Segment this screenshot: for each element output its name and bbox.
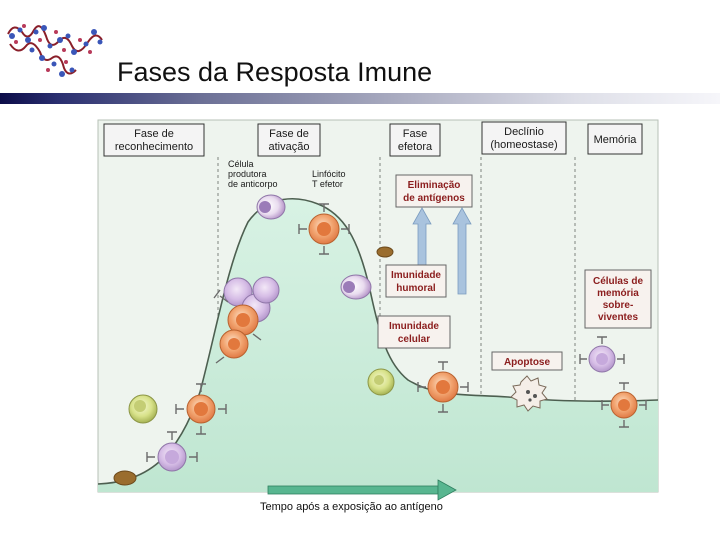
svg-text:Declínio: Declínio [504, 126, 544, 138]
svg-text:Eliminação: Eliminação [408, 180, 461, 191]
apoptosis-box: Apoptose [491, 351, 563, 371]
cytotoxic-t-cell [427, 371, 459, 403]
clonal-expansion-cluster [219, 276, 280, 359]
antigen-elimination: Eliminação de antígenos [395, 174, 473, 208]
antibody-cell-line-2: produtora [228, 169, 267, 179]
effector-t-line-2: T efetor [312, 179, 343, 189]
svg-text:Memória: Memória [594, 134, 638, 146]
antibody-producing-cell [256, 194, 286, 220]
memory-cells-line-4: viventes [598, 312, 638, 323]
antigen-blob [376, 246, 394, 258]
time-axis-label: Tempo após a exposição ao antígeno [260, 501, 443, 513]
antigen-elimination-line-2: de antígenos [403, 193, 465, 204]
svg-text:sobre-: sobre- [603, 300, 634, 311]
svg-text:Células de: Células de [593, 276, 643, 287]
activated-lymphocyte [186, 394, 216, 424]
phase-memory-line-1: Memória [594, 134, 638, 146]
phase-box-effector: Fase efetora [389, 123, 441, 157]
antigen-blob [113, 470, 137, 486]
cellular-immunity-box: Imunidade celular [377, 315, 451, 349]
svg-text:T efetor: T efetor [312, 179, 343, 189]
title-bar [0, 93, 720, 104]
svg-text:ativação: ativação [269, 141, 310, 153]
humoral-immunity-box: Imunidade humoral [385, 264, 447, 298]
phase-decline-line-1: Declínio [504, 126, 544, 138]
svg-text:Fase: Fase [403, 128, 427, 140]
svg-text:Fase de: Fase de [134, 128, 174, 140]
phase-effector-line-2: efetora [398, 141, 433, 153]
humoral-line-2: humoral [396, 283, 436, 294]
memory-cells-box: Células de memória sobre- viventes [584, 269, 652, 329]
apoptotic-cell [510, 375, 548, 412]
svg-text:viventes: viventes [598, 312, 638, 323]
phase-dividers [217, 157, 576, 492]
memory-cells-line-3: sobre- [603, 300, 634, 311]
phase-box-recognition: Fase de reconhecimento [103, 123, 205, 157]
phase-activation-line-1: Fase de [269, 128, 309, 140]
memory-cells-line-1: Células de [593, 276, 643, 287]
svg-text:de antígenos: de antígenos [403, 193, 465, 204]
humoral-plasma-cell [340, 274, 372, 300]
svg-text:produtora: produtora [228, 169, 267, 179]
apoptosis-label: Apoptose [504, 357, 551, 368]
label-antibody-producing-cell: Célula produtora de anticorpo [228, 159, 278, 189]
effector-t-line-1: Linfócito [312, 169, 346, 179]
phase-box-activation: Fase de ativação [257, 123, 321, 157]
cellular-line-1: Imunidade [389, 321, 439, 332]
memory-t-cell [610, 391, 638, 419]
phase-decline-line-2: (homeostase) [490, 139, 557, 151]
humoral-line-1: Imunidade [391, 270, 441, 281]
svg-text:Célula: Célula [228, 159, 254, 169]
effector-t-cell [308, 213, 340, 245]
receptor-spikes [146, 203, 647, 462]
svg-text:Imunidade: Imunidade [389, 321, 439, 332]
svg-text:reconhecimento: reconhecimento [115, 141, 193, 153]
time-axis-arrow [267, 479, 457, 501]
molecule-logo [7, 24, 103, 77]
immune-response-diagram: Fase de reconhecimento Fase de ativação … [97, 119, 659, 513]
memory-b-cell [588, 345, 616, 373]
svg-text:Fase de: Fase de [269, 128, 309, 140]
label-effector-t-cell: Linfócito T efetor [312, 169, 346, 189]
naive-lymphocyte [157, 442, 187, 472]
phase-effector-line-1: Fase [403, 128, 427, 140]
svg-text:humoral: humoral [396, 283, 436, 294]
svg-text:de anticorpo: de anticorpo [228, 179, 278, 189]
svg-text:efetora: efetora [398, 141, 433, 153]
svg-text:Linfócito: Linfócito [312, 169, 346, 179]
antigen-elimination-line-1: Eliminação [408, 180, 461, 191]
slide-title: Fases da Resposta Imune [117, 57, 433, 87]
antigen-presenting-cell [128, 394, 158, 424]
svg-text:Imunidade: Imunidade [391, 270, 441, 281]
phase-activation-line-2: ativação [269, 141, 310, 153]
svg-text:memória: memória [597, 288, 639, 299]
antibody-cell-line-3: de anticorpo [228, 179, 278, 189]
phase-box-decline: Declínio (homeostase) [481, 121, 567, 155]
phase-box-memory: Memória [587, 123, 643, 155]
infected-cell [367, 368, 395, 396]
phase-recognition-line-1: Fase de [134, 128, 174, 140]
svg-text:(homeostase): (homeostase) [490, 139, 557, 151]
cells-layer [113, 194, 647, 486]
antibody-cell-line-1: Célula [228, 159, 254, 169]
phase-recognition-line-2: reconhecimento [115, 141, 193, 153]
svg-text:celular: celular [398, 334, 430, 345]
memory-cells-line-2: memória [597, 288, 639, 299]
cellular-line-2: celular [398, 334, 430, 345]
immune-response-figure: Fase de reconhecimento Fase de ativação … [88, 112, 668, 527]
